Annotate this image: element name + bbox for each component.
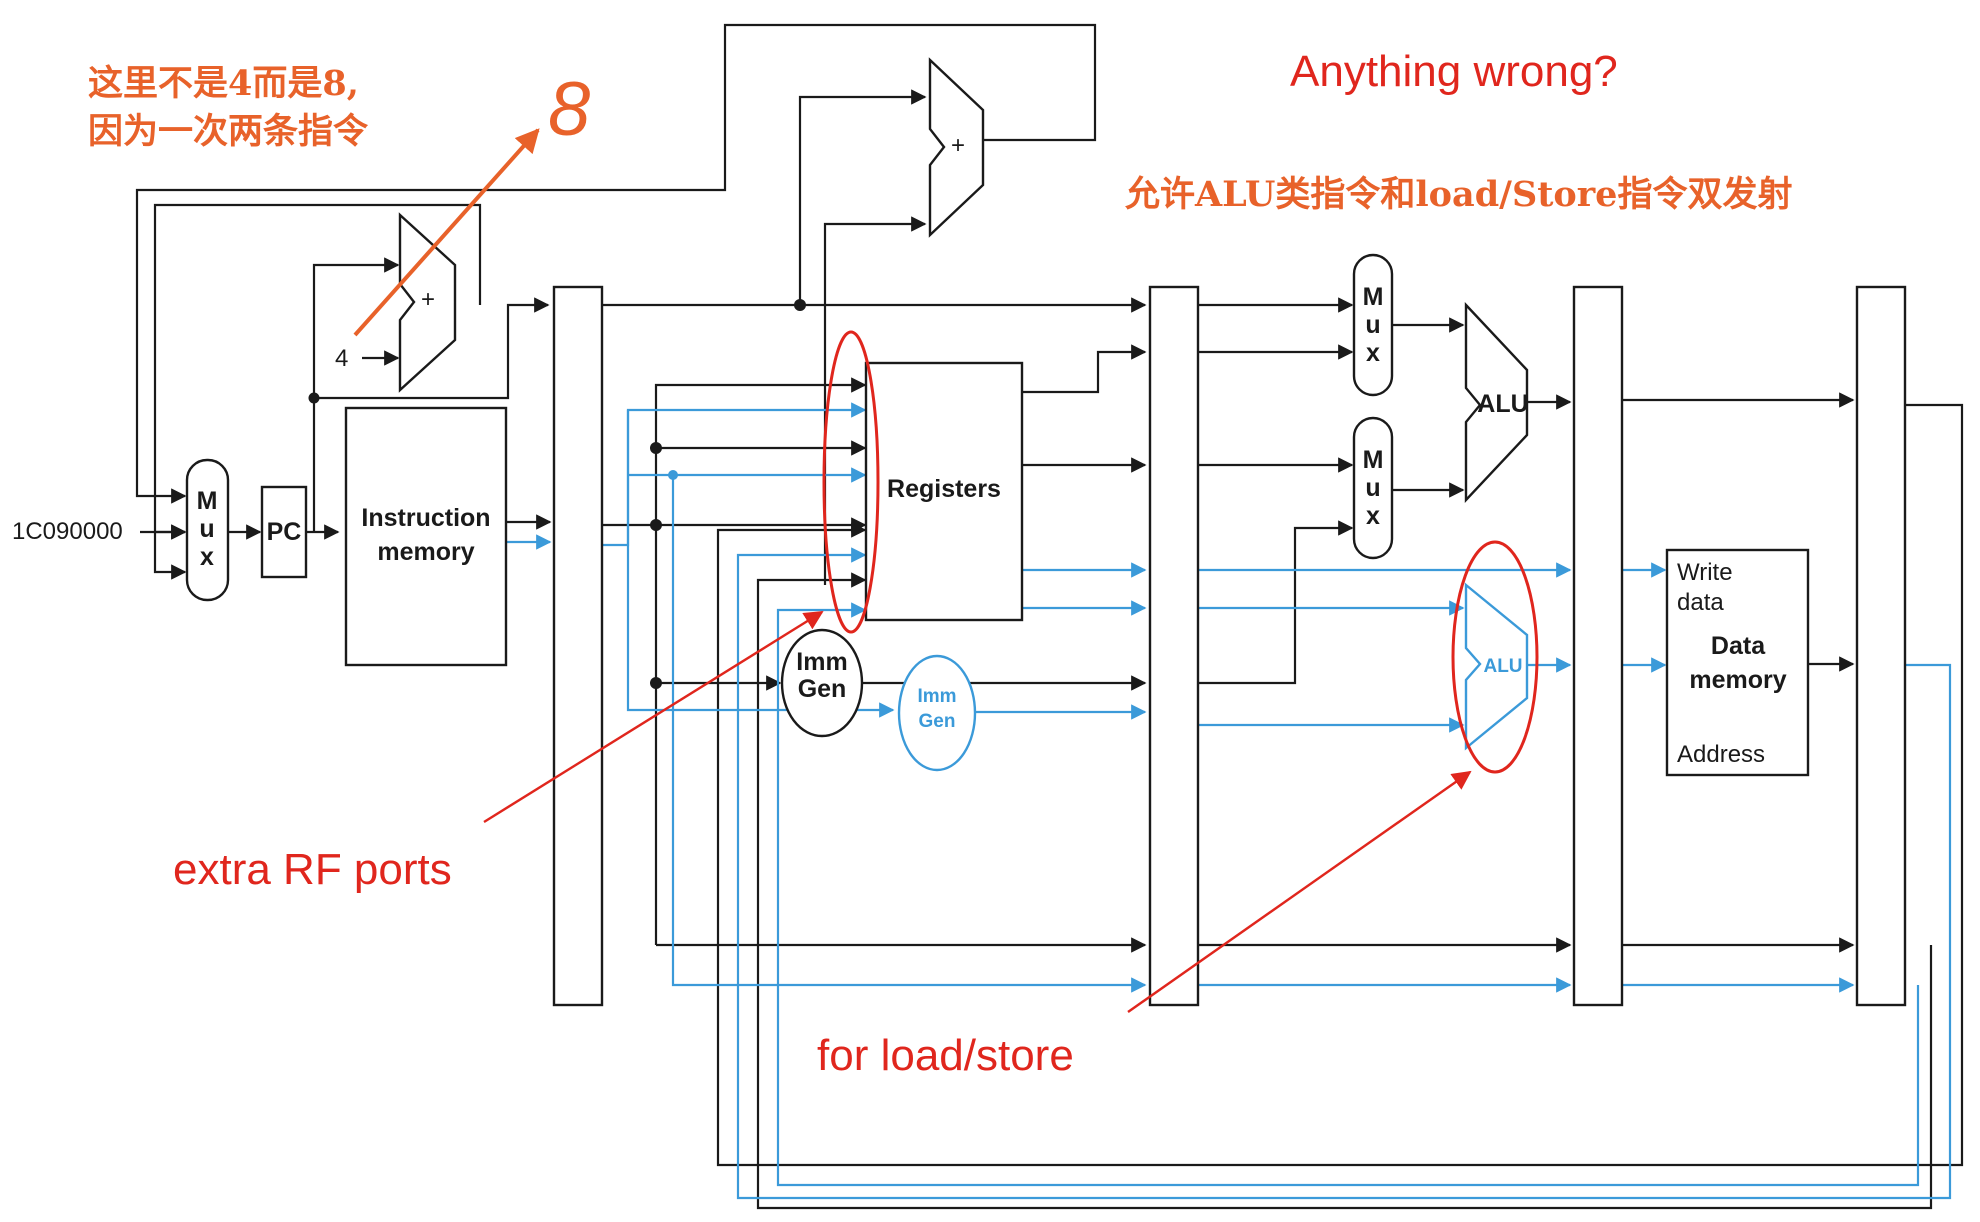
- svg-text:Registers: Registers: [887, 475, 1001, 503]
- svg-text:PC: PC: [267, 518, 302, 546]
- red-ellipse-alu: [1451, 540, 1539, 774]
- ex-mem-register: [1572, 285, 1624, 1007]
- arrow-for-load-store: [1127, 770, 1472, 1013]
- alu-second: ALU: [1464, 582, 1529, 751]
- svg-text:x: x: [200, 543, 214, 571]
- register-file: Registers: [864, 361, 1024, 622]
- pc-mux: M u x: [185, 458, 230, 602]
- red-ellipse-rf-ports: [822, 330, 880, 634]
- pc-plus-four-adder: +: [398, 212, 457, 393]
- svg-text:Write: Write: [1677, 559, 1733, 586]
- arrow-to-eight: [353, 128, 540, 337]
- svg-text:Imm: Imm: [917, 686, 956, 707]
- for-load-store-label: for load/store: [817, 1031, 1074, 1080]
- svg-text:memory: memory: [1689, 666, 1786, 694]
- if-id-register: [552, 285, 604, 1007]
- ex-mux-top: M u x: [1352, 253, 1394, 397]
- svg-text:memory: memory: [377, 538, 474, 566]
- const-four: 4: [335, 345, 348, 372]
- svg-text:x: x: [1366, 502, 1380, 530]
- instruction-memory: Instruction memory: [344, 406, 508, 667]
- svg-text:data: data: [1677, 589, 1724, 616]
- title-question: Anything wrong?: [1290, 47, 1618, 96]
- arrow-extra-rf-ports: [483, 610, 824, 824]
- svg-text:x: x: [1366, 339, 1380, 367]
- svg-text:ALU: ALU: [1477, 390, 1528, 418]
- handwritten-eight: 8: [548, 67, 590, 152]
- svg-text:+: +: [421, 286, 435, 313]
- alu: ALU: [1464, 301, 1529, 504]
- svg-text:Gen: Gen: [798, 675, 847, 703]
- svg-text:M: M: [197, 487, 218, 515]
- svg-text:u: u: [1365, 311, 1380, 339]
- svg-text:Data: Data: [1711, 632, 1766, 660]
- svg-text:Instruction: Instruction: [361, 504, 490, 532]
- svg-text:ALU: ALU: [1483, 656, 1522, 677]
- svg-text:u: u: [199, 515, 214, 543]
- svg-text:+: +: [951, 132, 965, 159]
- svg-text:Address: Address: [1677, 741, 1765, 768]
- svg-text:u: u: [1365, 474, 1380, 502]
- pc-register: PC: [260, 485, 308, 579]
- imm-gen-second: Imm Gen: [897, 654, 977, 772]
- branch-adder: +: [928, 57, 985, 238]
- mem-wb-register: [1855, 285, 1907, 1007]
- svg-text:Gen: Gen: [919, 711, 956, 732]
- svg-text:Imm: Imm: [796, 648, 847, 676]
- imm-gen: Imm Gen: [780, 628, 864, 738]
- svg-text:M: M: [1363, 283, 1384, 311]
- black-wires: [135, 23, 1964, 1210]
- note-cn-line2: 因为一次两条指令: [88, 111, 369, 152]
- extra-rf-ports-label: extra RF ports: [173, 845, 452, 894]
- ex-mux-bottom: M u x: [1352, 416, 1394, 560]
- pc-init-value: 1C090000: [12, 518, 123, 545]
- data-memory: Write data Data memory Address: [1665, 548, 1810, 777]
- note-cn-line1: 这里不是4而是8,: [88, 63, 359, 104]
- blue-wires: [506, 402, 1952, 1200]
- svg-text:M: M: [1363, 446, 1384, 474]
- dual-issue-note: 允许ALU类指令和load/Store指令双发射: [1125, 174, 1792, 215]
- id-ex-register: [1148, 285, 1200, 1007]
